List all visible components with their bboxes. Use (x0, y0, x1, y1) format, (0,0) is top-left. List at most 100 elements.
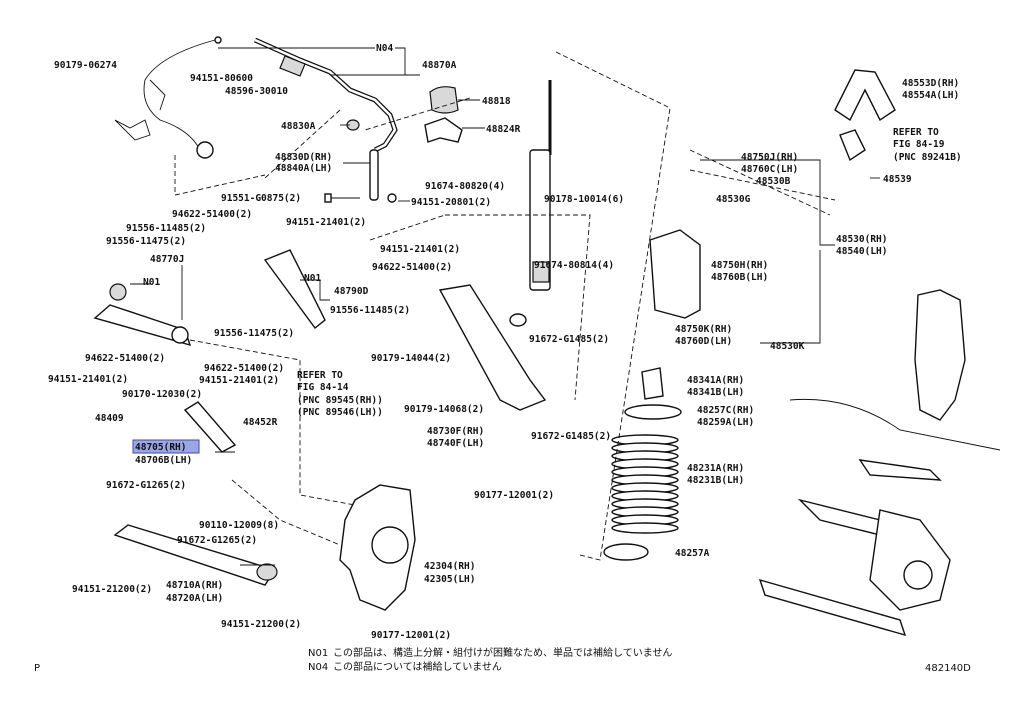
label-94151-21401-c[interactable]: 94151-21401(2) (48, 374, 128, 385)
label-refer-84-19-b[interactable]: FIG 84-19 (893, 139, 945, 150)
label-48830A[interactable]: 48830A (281, 121, 316, 132)
label-90178-10014[interactable]: 90178-10014(6) (544, 194, 624, 205)
label-48341B[interactable]: 48341B(LH) (687, 387, 744, 398)
label-94151-21401-d[interactable]: 94151-21401(2) (199, 375, 279, 386)
label-refer-84-14-d[interactable]: (PNC 89546(LH)) (297, 407, 383, 418)
label-42305[interactable]: 42305(LH) (424, 574, 475, 585)
label-91556-11485-b[interactable]: 91556-11485(2) (330, 305, 410, 316)
label-N01-b[interactable]: N01 (304, 273, 321, 284)
label-48710A[interactable]: 48710A(RH) (166, 580, 223, 591)
coil-spring (611, 434, 679, 534)
label-48530K[interactable]: 48530K (770, 341, 805, 352)
label-91556-11485-a[interactable]: 91556-11485(2) (126, 223, 206, 234)
label-91674-80814[interactable]: 91674-80814(4) (534, 260, 614, 271)
mount-48553D (834, 69, 896, 122)
label-90179-14068[interactable]: 90179-14068(2) (404, 404, 484, 415)
label-48554A[interactable]: 48554A(LH) (902, 90, 959, 101)
label-90170-12030[interactable]: 90170-12030(2) (122, 389, 202, 400)
label-48720A[interactable]: 48720A(LH) (166, 593, 223, 604)
label-48341A[interactable]: 48341A(RH) (687, 375, 744, 386)
label-90177-12001-a[interactable]: 90177-12001(2) (474, 490, 554, 501)
label-48760D[interactable]: 48760D(LH) (675, 336, 732, 347)
part-labels: 90179-06274 94151-80600 48596-30010 N04 … (48, 43, 962, 641)
label-48750J[interactable]: 48750J(RH) (741, 152, 798, 163)
label-48257A[interactable]: 48257A (675, 548, 710, 559)
label-48409[interactable]: 48409 (95, 413, 124, 424)
label-42304[interactable]: 42304(RH) (424, 561, 475, 572)
label-48760C[interactable]: 48760C(LH) (741, 164, 798, 175)
label-refer-84-19-c[interactable]: (PNC 89241B) (893, 152, 962, 163)
label-91556-11475-b[interactable]: 91556-11475(2) (214, 328, 294, 339)
label-48530G[interactable]: 48530G (716, 194, 751, 205)
note-N04-id: N04 (308, 662, 328, 673)
label-91551-G0875[interactable]: 91551-G0875(2) (221, 193, 301, 204)
label-refer-84-14-c[interactable]: (PNC 89545(RH)) (297, 395, 383, 406)
label-48257C[interactable]: 48257C(RH) (697, 405, 754, 416)
label-48596-30010[interactable]: 48596-30010 (225, 86, 288, 97)
label-48539[interactable]: 48539 (883, 174, 912, 185)
label-refer-84-14-a[interactable]: REFER TO (297, 370, 343, 381)
label-48750K[interactable]: 48750K(RH) (675, 324, 732, 335)
leader-lines (130, 47, 880, 566)
label-94151-20801[interactable]: 94151-20801(2) (411, 197, 491, 208)
label-48540-LH[interactable]: 48540(LH) (836, 246, 887, 257)
label-48740F[interactable]: 48740F(LH) (427, 438, 484, 449)
label-48830D[interactable]: 48830D(RH) (275, 152, 332, 163)
label-48870A[interactable]: 48870A (422, 60, 457, 71)
label-94151-21401-a[interactable]: 94151-21401(2) (286, 217, 366, 228)
label-90177-12001-b[interactable]: 90177-12001(2) (371, 630, 451, 641)
label-48818[interactable]: 48818 (482, 96, 511, 107)
label-48452R[interactable]: 48452R (243, 417, 278, 428)
label-N01-a[interactable]: N01 (143, 277, 160, 288)
label-48750H[interactable]: 48750H(RH) (711, 260, 768, 271)
label-91672-G1265-a[interactable]: 91672-G1265(2) (106, 480, 186, 491)
label-91556-11475[interactable]: 91556-11475(2) (106, 236, 186, 247)
label-94151-80600[interactable]: 94151-80600 (190, 73, 253, 84)
label-91672-G1485-a[interactable]: 91672-G1485(2) (529, 334, 609, 345)
upper-arm-48730F (438, 284, 547, 411)
label-N04[interactable]: N04 (376, 43, 393, 54)
label-94622-51400-d[interactable]: 94622-51400(2) (204, 363, 284, 374)
label-94622-51400-a[interactable]: 94622-51400(2) (172, 209, 252, 220)
bracket-48539 (839, 129, 866, 162)
arm-48790D (263, 249, 326, 330)
label-48259A[interactable]: 48259A(LH) (697, 417, 754, 428)
diagram-code: 482140D (925, 663, 971, 674)
label-refer-84-19-a[interactable]: REFER TO (893, 127, 939, 138)
bracket-48824R (424, 117, 463, 143)
label-91672-G1485-b[interactable]: 91672-G1485(2) (531, 431, 611, 442)
arm-48705 (183, 401, 237, 453)
label-48760B[interactable]: 48760B(LH) (711, 272, 768, 283)
label-94151-21200-a[interactable]: 94151-21200(2) (72, 584, 152, 595)
label-48730F[interactable]: 48730F(RH) (427, 426, 484, 437)
label-94151-21200-b[interactable]: 94151-21200(2) (221, 619, 301, 630)
label-90179-06274[interactable]: 90179-06274 (54, 60, 117, 71)
footer-notes: N01 この部品は、構造上分解・組付けが困難なため、単品では補給していません N… (34, 646, 971, 674)
label-91672-G1265-b[interactable]: 91672-G1265(2) (177, 535, 257, 546)
label-48231A[interactable]: 48231A(RH) (687, 463, 744, 474)
label-48706B[interactable]: 48706B(LH) (135, 455, 192, 466)
label-48840A[interactable]: 48840A(LH) (275, 163, 332, 174)
label-94622-51400-c[interactable]: 94622-51400(2) (85, 353, 165, 364)
page-mark: P (34, 663, 40, 674)
note-N01-text: この部品は、構造上分解・組付けが困難なため、単品では補給していません (333, 646, 672, 659)
label-94622-51400-b[interactable]: 94622-51400(2) (372, 262, 452, 273)
label-48530-RH[interactable]: 48530(RH) (836, 234, 887, 245)
bound-stopper (641, 367, 664, 400)
label-48790D[interactable]: 48790D (334, 286, 369, 297)
label-48770J[interactable]: 48770J (150, 254, 184, 265)
label-48824R[interactable]: 48824R (486, 124, 521, 135)
highlight-48705 (132, 439, 200, 454)
label-48705[interactable]: 48705(RH) (135, 442, 186, 453)
note-N04-text: この部品については補給していません (333, 660, 502, 673)
label-48553D[interactable]: 48553D(RH) (902, 78, 959, 89)
label-91674-80820[interactable]: 91674-80820(4) (425, 181, 505, 192)
stabilizer-bar (114, 36, 398, 159)
label-refer-84-14-b[interactable]: FIG 84-14 (297, 382, 349, 393)
link-48830D (369, 149, 379, 201)
label-48231B[interactable]: 48231B(LH) (687, 475, 744, 486)
label-90110-12009[interactable]: 90110-12009(8) (199, 520, 279, 531)
label-48530B[interactable]: 48530B (756, 176, 791, 187)
label-90179-14044[interactable]: 90179-14044(2) (371, 353, 451, 364)
label-94151-21401-b[interactable]: 94151-21401(2) (380, 244, 460, 255)
